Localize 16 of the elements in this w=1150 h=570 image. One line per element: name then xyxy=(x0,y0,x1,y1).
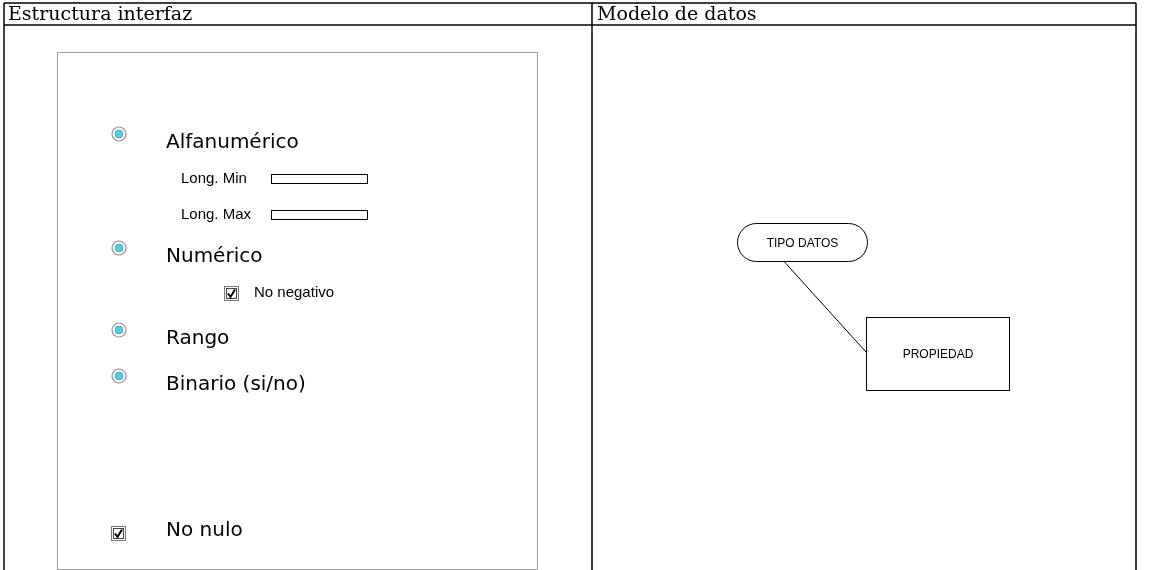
entity-name: TIPO DATOS xyxy=(766,235,839,250)
option-label: Binario (si/no) xyxy=(166,371,306,395)
field-label: Long. Max xyxy=(181,205,252,222)
field-label: Long. Min xyxy=(181,169,247,186)
option-label: Numérico xyxy=(166,243,263,267)
form-panel xyxy=(57,52,538,570)
entity-pill xyxy=(737,223,868,262)
column-header: Modelo de datos xyxy=(597,2,757,24)
column-header: Estructura interfaz xyxy=(8,2,193,24)
option-label: No negativo xyxy=(254,283,335,300)
option-label: No nulo xyxy=(166,517,243,541)
option-label: Rango xyxy=(166,325,230,349)
option-label: Alfanumérico xyxy=(166,129,299,153)
entity-name: PROPIEDAD xyxy=(902,347,974,361)
connector-line xyxy=(784,261,867,353)
entity-box xyxy=(866,317,1010,391)
